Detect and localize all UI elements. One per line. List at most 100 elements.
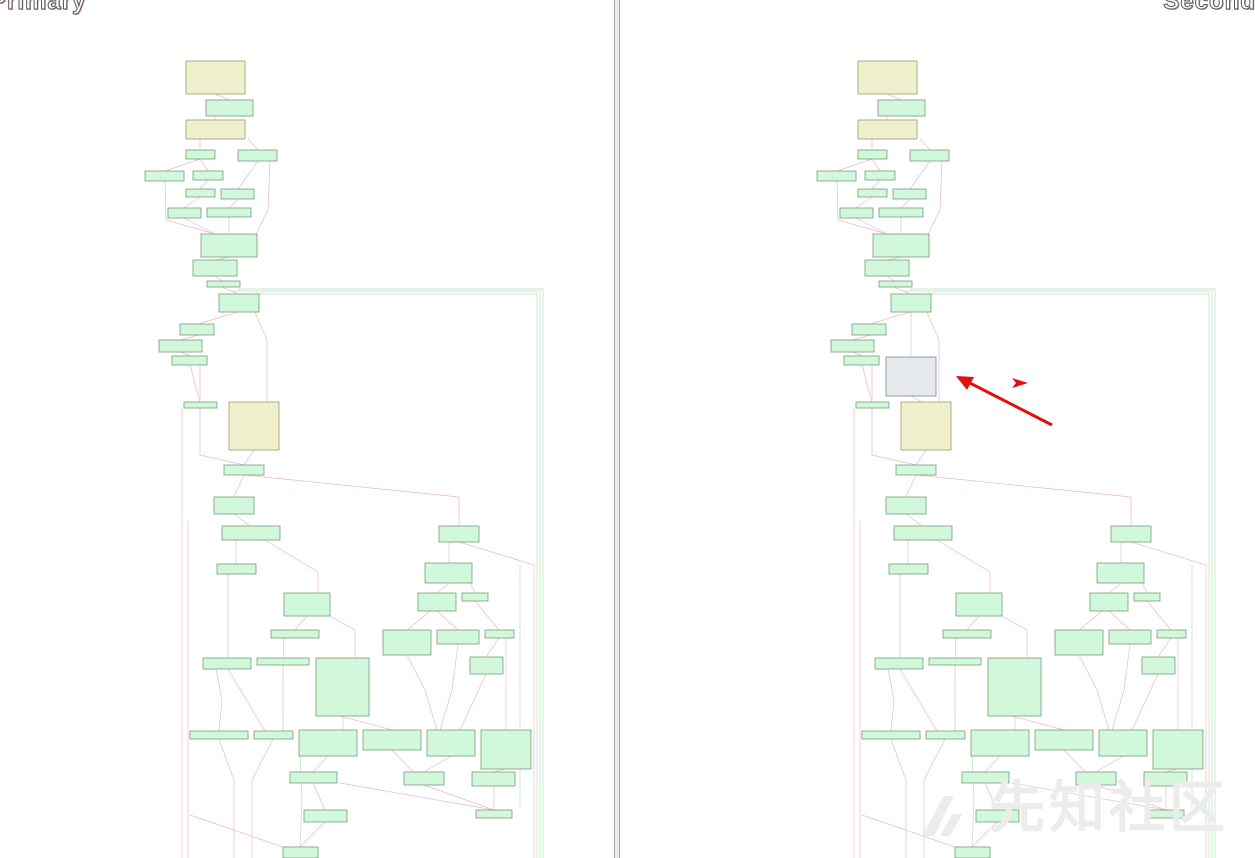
basic-block-node[interactable] — [171, 355, 208, 366]
basic-block-node[interactable] — [954, 846, 991, 858]
added-basic-block-node[interactable] — [885, 356, 937, 397]
basic-block-node[interactable] — [885, 496, 927, 515]
basic-block-node[interactable] — [909, 149, 950, 162]
basic-block-node[interactable] — [192, 259, 238, 277]
basic-block-node[interactable] — [955, 592, 1003, 617]
basic-block-node[interactable] — [872, 233, 930, 258]
basic-block-node[interactable] — [895, 464, 937, 476]
basic-block-node[interactable] — [1147, 809, 1185, 819]
basic-block-node[interactable] — [942, 629, 992, 639]
basic-block-node[interactable] — [1133, 592, 1161, 602]
basic-block-node[interactable] — [205, 99, 254, 117]
basic-block-node[interactable] — [185, 119, 246, 140]
basic-block-node[interactable] — [206, 207, 252, 218]
primary-flow-graph[interactable] — [0, 0, 612, 858]
basic-block-node[interactable] — [1089, 592, 1129, 612]
basic-block-node[interactable] — [877, 99, 926, 117]
secondary-graph-pane[interactable]: Secondary 先知社区 — [622, 0, 1255, 858]
basic-block-node[interactable] — [158, 339, 203, 353]
basic-block-node[interactable] — [475, 809, 513, 819]
basic-block-node[interactable] — [857, 119, 918, 140]
basic-block-node[interactable] — [900, 401, 952, 451]
basic-block-node[interactable] — [220, 188, 255, 200]
basic-block-node[interactable] — [253, 730, 294, 740]
basic-block-node[interactable] — [469, 656, 504, 675]
basic-block-node[interactable] — [970, 729, 1030, 757]
basic-block-node[interactable] — [185, 149, 216, 160]
secondary-flow-graph[interactable] — [622, 0, 1255, 858]
basic-block-node[interactable] — [987, 657, 1042, 717]
basic-block-node[interactable] — [179, 323, 215, 336]
basic-block-node[interactable] — [206, 280, 241, 288]
basic-block-node[interactable] — [167, 207, 202, 219]
basic-block-node[interactable] — [890, 293, 932, 313]
basic-block-node[interactable] — [185, 60, 246, 95]
basic-block-node[interactable] — [1096, 562, 1145, 584]
basic-block-node[interactable] — [855, 401, 890, 409]
basic-block-node[interactable] — [298, 729, 358, 757]
basic-block-node[interactable] — [426, 729, 476, 757]
basic-block-node[interactable] — [436, 629, 480, 645]
basic-block-node[interactable] — [480, 729, 532, 770]
basic-block-node[interactable] — [1054, 629, 1104, 656]
basic-block-node[interactable] — [1141, 656, 1176, 675]
basic-block-node[interactable] — [221, 525, 281, 541]
basic-block-node[interactable] — [362, 729, 422, 751]
basic-block-node[interactable] — [461, 592, 489, 602]
basic-block-node[interactable] — [216, 563, 257, 575]
basic-block-node[interactable] — [925, 730, 966, 740]
basic-block-node[interactable] — [315, 657, 370, 717]
basic-block-node[interactable] — [928, 657, 982, 666]
basic-block-node[interactable] — [1143, 771, 1188, 787]
basic-block-node[interactable] — [403, 771, 445, 786]
basic-block-node[interactable] — [892, 188, 927, 200]
basic-block-node[interactable] — [1108, 629, 1152, 645]
basic-block-node[interactable] — [438, 525, 480, 543]
basic-block-node[interactable] — [878, 207, 924, 218]
basic-block-node[interactable] — [424, 562, 473, 584]
basic-block-node[interactable] — [851, 323, 887, 336]
basic-block-node[interactable] — [1156, 629, 1187, 639]
basic-block-node[interactable] — [303, 809, 348, 823]
basic-block-node[interactable] — [382, 629, 432, 656]
basic-block-node[interactable] — [843, 355, 880, 366]
basic-block-node[interactable] — [256, 657, 310, 666]
basic-block-node[interactable] — [183, 401, 218, 409]
basic-block-node[interactable] — [861, 730, 921, 740]
basic-block-node[interactable] — [893, 525, 953, 541]
basic-block-node[interactable] — [888, 563, 929, 575]
basic-block-node[interactable] — [202, 657, 252, 670]
basic-block-node[interactable] — [1110, 525, 1152, 543]
basic-block-node[interactable] — [830, 339, 875, 353]
basic-block-node[interactable] — [223, 464, 265, 476]
basic-block-node[interactable] — [218, 293, 260, 313]
basic-block-node[interactable] — [417, 592, 457, 612]
basic-block-node[interactable] — [228, 401, 280, 451]
basic-block-node[interactable] — [1098, 729, 1148, 757]
basic-block-node[interactable] — [878, 280, 913, 288]
basic-block-node[interactable] — [864, 170, 896, 181]
basic-block-node[interactable] — [237, 149, 278, 162]
basic-block-node[interactable] — [975, 809, 1020, 823]
basic-block-node[interactable] — [961, 771, 1010, 784]
basic-block-node[interactable] — [1034, 729, 1094, 751]
basic-block-node[interactable] — [1075, 771, 1117, 786]
basic-block-node[interactable] — [185, 188, 216, 198]
basic-block-node[interactable] — [857, 188, 888, 198]
basic-block-node[interactable] — [270, 629, 320, 639]
basic-block-node[interactable] — [144, 170, 185, 182]
pane-splitter[interactable] — [612, 0, 622, 858]
basic-block-node[interactable] — [471, 771, 516, 787]
basic-block-node[interactable] — [192, 170, 224, 181]
basic-block-node[interactable] — [1152, 729, 1204, 770]
basic-block-node[interactable] — [857, 149, 888, 160]
basic-block-node[interactable] — [283, 592, 331, 617]
basic-block-node[interactable] — [189, 730, 249, 740]
basic-block-node[interactable] — [839, 207, 874, 219]
basic-block-node[interactable] — [857, 60, 918, 95]
basic-block-node[interactable] — [484, 629, 515, 639]
basic-block-node[interactable] — [200, 233, 258, 258]
basic-block-node[interactable] — [213, 496, 255, 515]
basic-block-node[interactable] — [816, 170, 857, 182]
primary-graph-pane[interactable]: Primary — [0, 0, 612, 858]
